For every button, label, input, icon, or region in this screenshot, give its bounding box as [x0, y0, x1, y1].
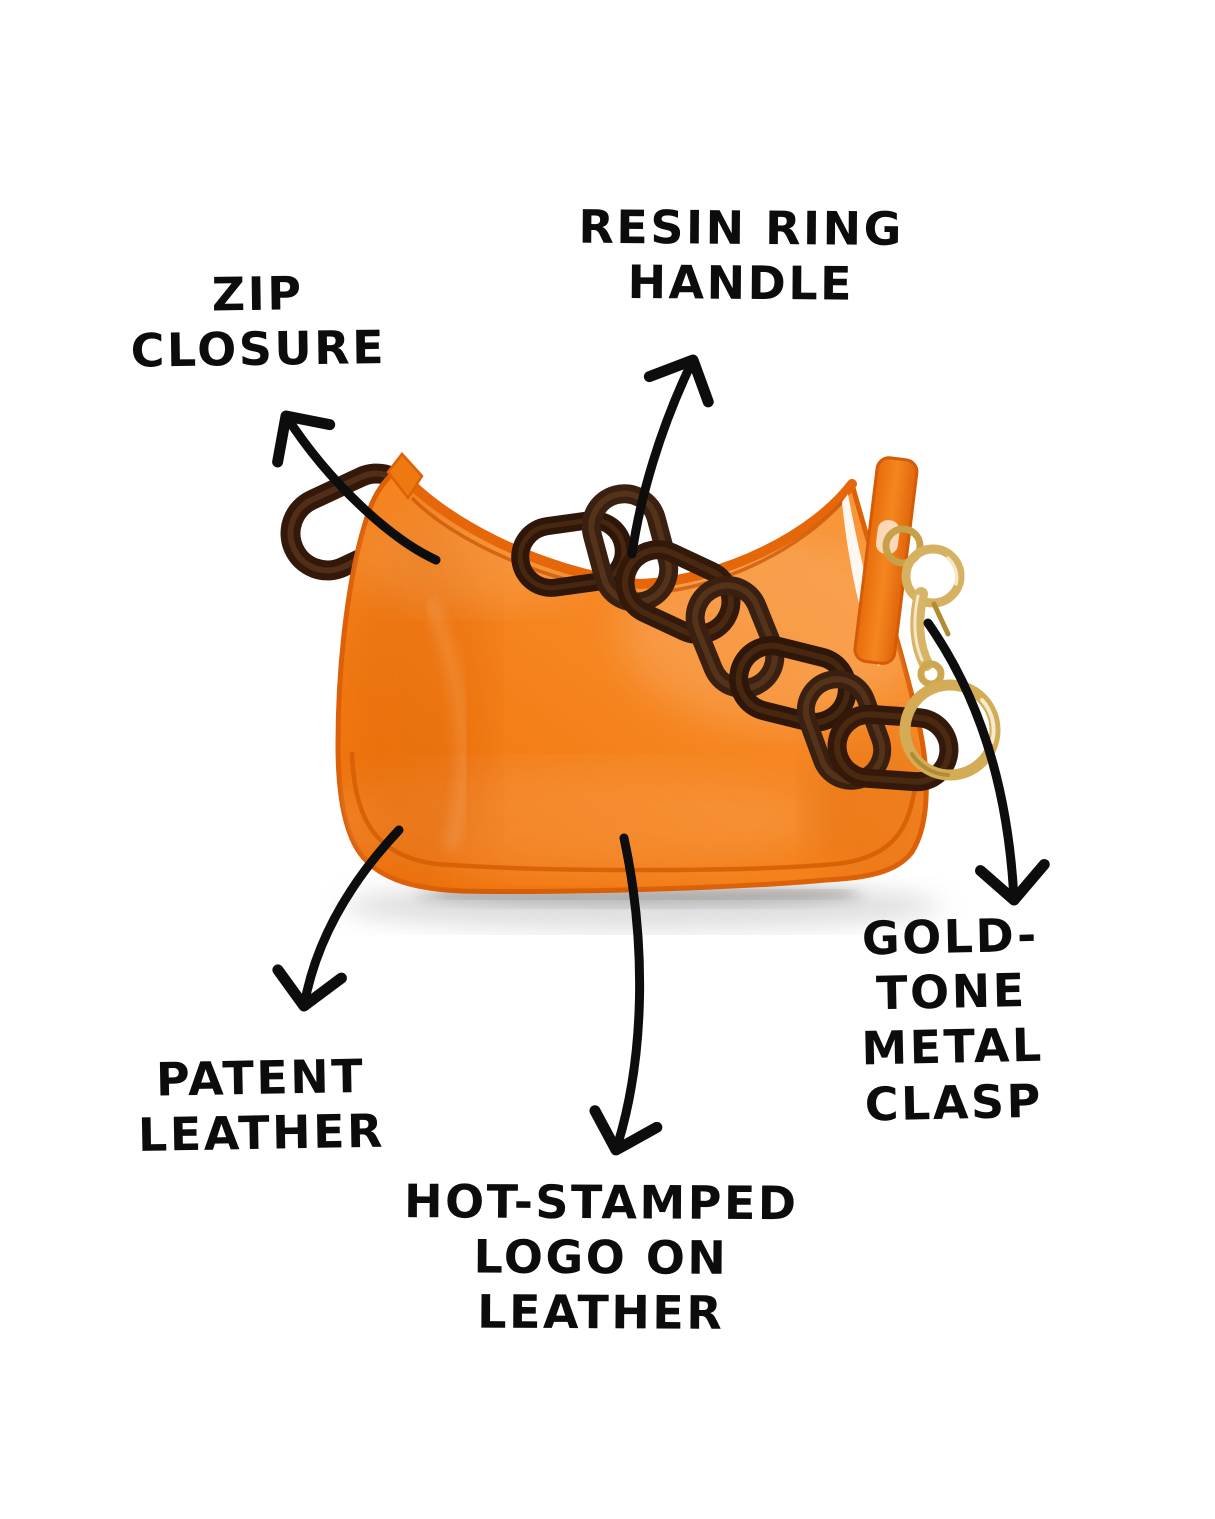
- arrow-zip-closure: [272, 410, 441, 565]
- arrow-hot-stamped-logo: [589, 833, 663, 1156]
- arrow-resin-ring-handle: [627, 354, 714, 559]
- chain-handle: [511, 484, 959, 792]
- label-hot-stamped-logo: HOT-STAMPED LOGO ON LEATHER: [403, 1174, 799, 1341]
- left-strap-tab: [386, 452, 424, 501]
- label-resin-ring-handle: RESIN RING HANDLE: [578, 199, 905, 311]
- arrow-patent-leather: [272, 825, 404, 1012]
- bottom-seam: [349, 751, 919, 873]
- gold-clasp: [882, 525, 1001, 781]
- lobster-clasp: [910, 587, 933, 671]
- gold-ring-small: [882, 525, 924, 567]
- zip-top-edge: [393, 465, 857, 590]
- arrow-gold-clasp: [923, 618, 1050, 906]
- label-zip-closure: ZIP CLOSURE: [130, 266, 387, 378]
- annotation-arrows: [272, 354, 1050, 1156]
- label-gold-tone-metal-clasp: GOLD-TONE METAL CLASP: [860, 907, 1045, 1132]
- label-patent-leather: PATENT LEATHER: [137, 1048, 386, 1163]
